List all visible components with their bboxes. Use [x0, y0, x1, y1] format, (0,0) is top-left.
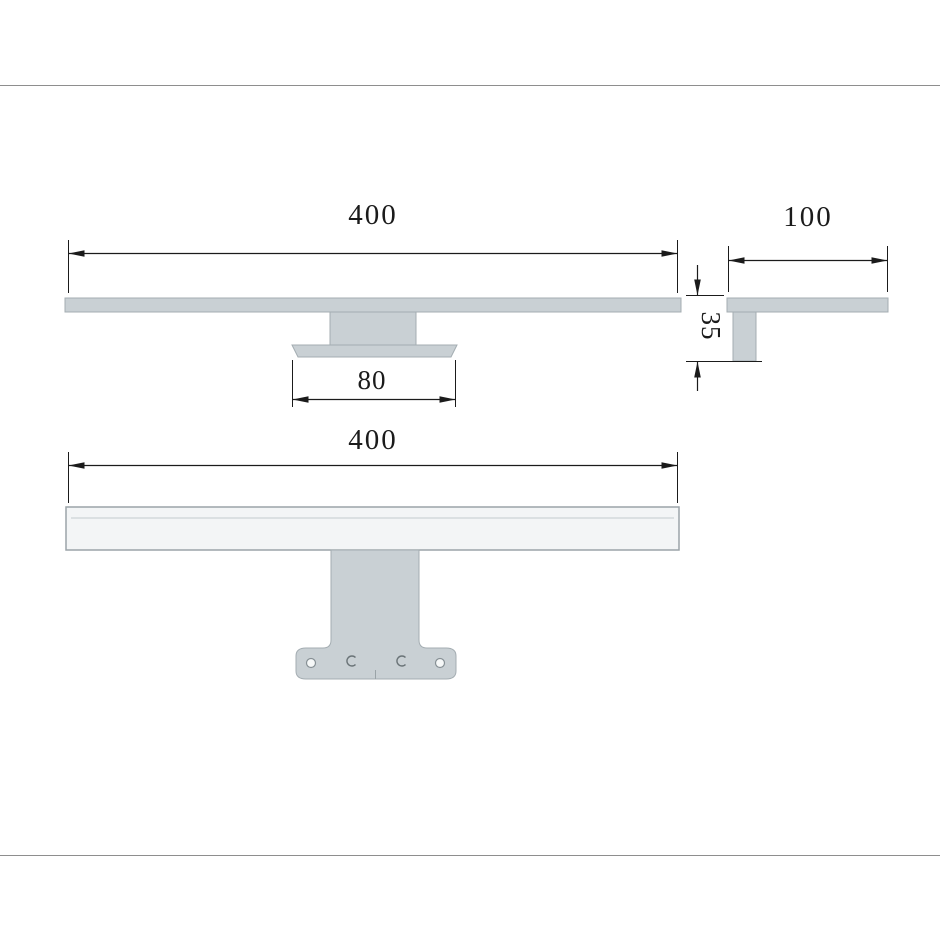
dim-label-front-width: 400: [348, 424, 398, 456]
keyhole-slot-left: [346, 655, 356, 667]
lamp-bar-profile: [64, 297, 682, 313]
bracket-stem-profile: [329, 311, 417, 347]
mounting-hole-left: [305, 657, 317, 669]
light-bar-front: [65, 506, 680, 551]
dim-label-bracket-width: 80: [358, 365, 387, 395]
lamp-bar-side: [726, 297, 889, 313]
mount-leg-side: [732, 311, 757, 362]
bracket-flange-profile: [291, 344, 458, 358]
dim-label-side-height: 35: [696, 312, 726, 341]
mounting-hole-right: [434, 657, 446, 669]
keyhole-slot-right: [396, 655, 406, 667]
profile-view: 400 80: [64, 199, 682, 407]
dim-label-side-width: 100: [783, 201, 833, 233]
dim-label-profile-width: 400: [348, 199, 398, 231]
side-view: 100 35: [686, 201, 889, 391]
mounting-bracket-front: [295, 549, 457, 680]
front-view: 400: [65, 424, 680, 680]
